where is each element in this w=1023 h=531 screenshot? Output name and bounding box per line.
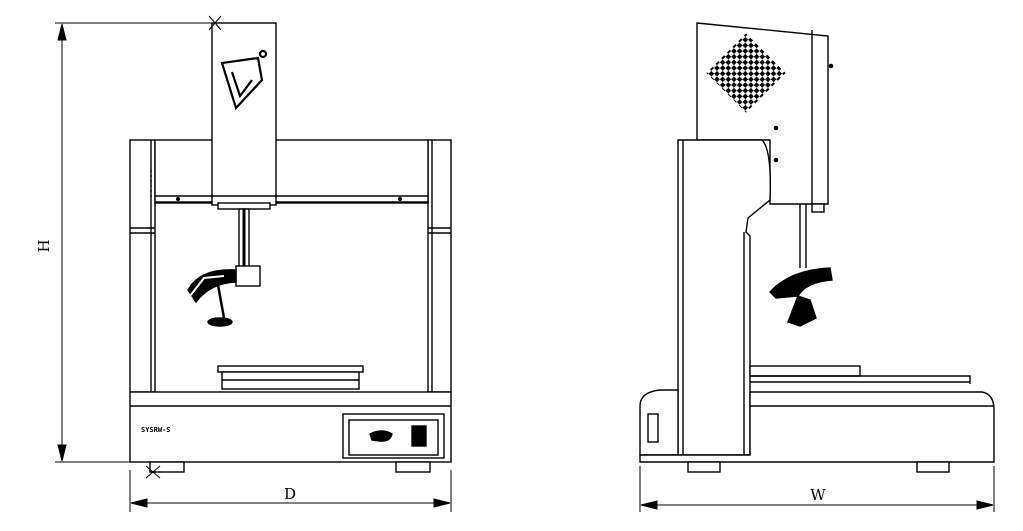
depth-label: D [284,485,296,503]
side-base [639,365,995,473]
left-column [129,139,156,393]
height-dimension [55,15,222,479]
control-panel [342,413,445,459]
front-base: SYSRW-S [129,391,452,473]
side-soldering-iron [769,204,833,327]
depth-dimension [129,470,452,512]
side-view [639,22,995,473]
front-soldering-iron [187,208,261,327]
side-column [677,139,772,456]
brand-logo-icon [220,49,268,111]
front-view: SYSRW-S [129,22,452,473]
height-label: H [35,239,53,252]
right-column [427,139,452,393]
head-housing [211,22,277,210]
front-tray [217,365,364,390]
svg-text:SYSRW-S: SYSRW-S [141,426,171,434]
width-label: W [810,486,826,504]
gantry-beam [154,139,429,204]
width-dimension [639,466,995,512]
